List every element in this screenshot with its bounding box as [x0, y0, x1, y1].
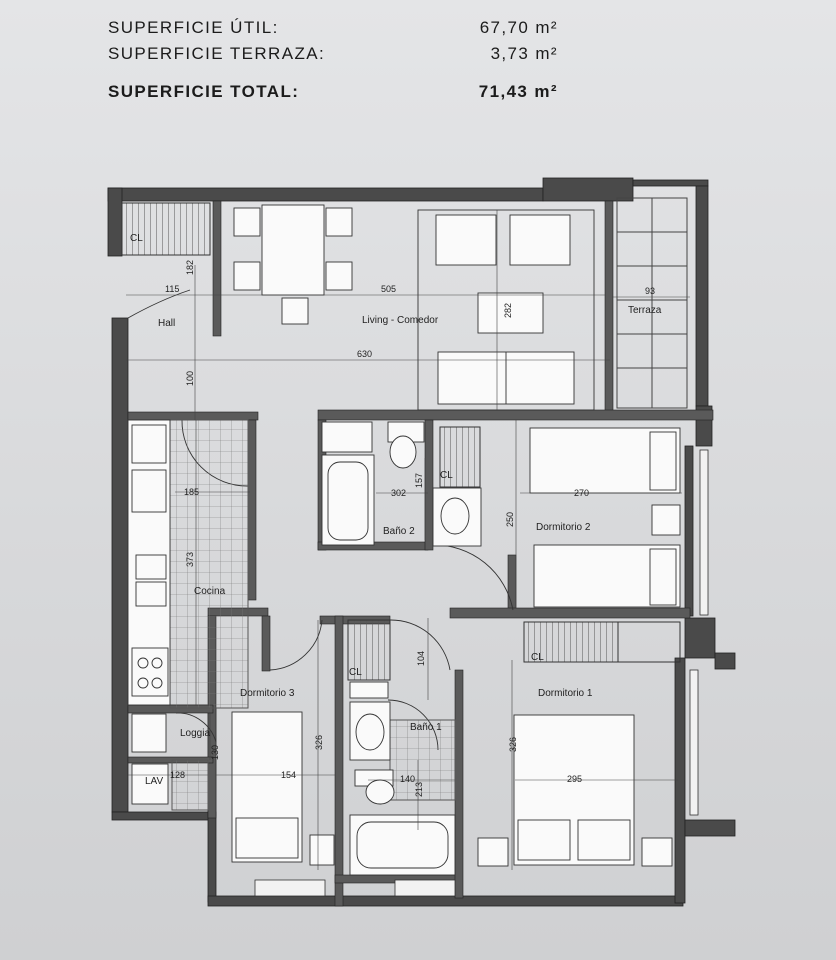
dim-bano2-w: 302 — [391, 488, 406, 498]
label-living: Living - Comedor — [362, 315, 439, 326]
dimension-lines — [126, 210, 690, 870]
label-cl-bano2: CL — [440, 470, 453, 481]
label-hall: Hall — [158, 318, 175, 329]
dining-set — [233, 204, 353, 325]
area-total-label: SUPERFICIE TOTAL: — [108, 82, 300, 101]
label-cocina: Cocina — [194, 586, 226, 597]
windows — [254, 449, 709, 897]
dim-living-w: 505 — [381, 284, 396, 294]
label-cl-dorm1: CL — [531, 652, 544, 663]
dim-dorm2-h: 250 — [505, 512, 515, 527]
area-row-total: SUPERFICIE TOTAL: 71,43 m² — [108, 82, 558, 108]
terraza-railing — [616, 197, 688, 409]
dim-bano1-h: 213 — [414, 782, 424, 797]
bano2-fixtures — [321, 421, 482, 547]
dim-hall-h: 182 — [185, 260, 195, 275]
kitchen-counter — [127, 419, 171, 706]
dim-total-w: 630 — [357, 349, 372, 359]
dim-dorm1-h: 326 — [508, 737, 518, 752]
dormitorio3-bed — [231, 711, 335, 866]
dimension-labels: 115 182 505 282 93 630 100 185 373 302 1… — [165, 260, 655, 797]
exterior-walls — [107, 177, 736, 907]
dim-corridor-h: 100 — [185, 371, 195, 386]
area-row-terraza: SUPERFICIE TERRAZA: 3,73 m² — [108, 44, 558, 70]
label-dormitorio1: Dormitorio 1 — [538, 688, 593, 699]
area-terraza-label: SUPERFICIE TERRAZA: — [108, 44, 326, 63]
area-terraza-value: 3,73 m² — [490, 44, 558, 63]
living-furniture — [417, 209, 595, 411]
dim-loggia-h: 130 — [210, 745, 220, 760]
label-bano1: Baño 1 — [410, 722, 442, 733]
dim-bano1-w: 140 — [400, 774, 415, 784]
area-row-util: SUPERFICIE ÚTIL: 67,70 m² — [108, 18, 558, 44]
loggia-fixtures — [131, 713, 169, 805]
area-summary: SUPERFICIE ÚTIL: 67,70 m² SUPERFICIE TER… — [108, 18, 558, 108]
label-dormitorio2: Dormitorio 2 — [536, 522, 591, 533]
dim-living-h: 282 — [503, 303, 513, 318]
dim-dorm1-w: 295 — [567, 774, 582, 784]
bano1-fixtures — [349, 681, 456, 876]
area-util-label: SUPERFICIE ÚTIL: — [108, 18, 279, 37]
dim-loggia-w: 128 — [170, 770, 185, 780]
dim-bano2-h: 157 — [414, 473, 424, 488]
dim-pasillo-h: 104 — [416, 651, 426, 666]
dormitorio2-beds — [529, 427, 681, 608]
label-bano2: Baño 2 — [383, 526, 415, 537]
dim-dorm3-h: 326 — [314, 735, 324, 750]
area-total-value: 71,43 m² — [478, 82, 558, 101]
label-terraza: Terraza — [628, 305, 662, 316]
closets — [121, 202, 681, 681]
dim-cocina-w: 185 — [184, 487, 199, 497]
label-dormitorio3: Dormitorio 3 — [240, 688, 295, 699]
dim-hall-w: 115 — [165, 284, 179, 294]
dim-dorm3-w: 154 — [281, 770, 296, 780]
dim-dorm2-w: 270 — [574, 488, 589, 498]
dim-terraza-w: 93 — [645, 286, 655, 296]
cocina-floor-tiles — [169, 419, 249, 709]
room-labels: Hall Living - Comedor Terraza Cocina Bañ… — [130, 233, 662, 787]
label-cl-hall: CL — [130, 233, 143, 244]
label-loggia: Loggia — [180, 728, 210, 739]
dormitorio1-bed — [477, 714, 673, 867]
label-lav: LAV — [145, 776, 163, 787]
bano1-floor-tiles — [389, 719, 456, 801]
area-util-value: 67,70 m² — [479, 18, 558, 37]
label-cl-dorm3: CL — [349, 667, 362, 678]
dim-cocina-h: 373 — [185, 552, 195, 567]
loggia-floor-tiles — [171, 759, 209, 811]
